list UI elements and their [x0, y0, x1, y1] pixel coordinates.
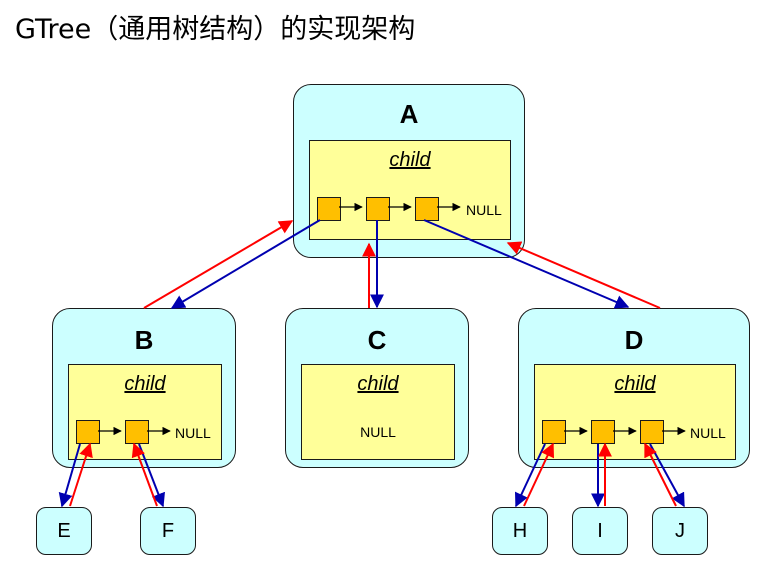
child-pointer-a-d: [423, 219, 630, 309]
parent-pointer-e-b: [69, 442, 93, 507]
node-a-slot-1: [317, 197, 341, 221]
node-d-slot-2: [591, 420, 615, 444]
node-c-child-label: child: [357, 373, 399, 395]
node-d-slot-1: [542, 420, 566, 444]
node-b-child-label: child: [124, 373, 166, 395]
node-b-label: B: [134, 325, 154, 355]
node-c-child-list: child NULL: [301, 364, 455, 460]
child-pointer-b-f: [138, 443, 165, 508]
node-b-slot-1: [76, 420, 100, 444]
node-d-null: NULL: [690, 425, 726, 441]
leaf-node-e: E: [36, 507, 92, 555]
node-b-slot-2: [125, 420, 149, 444]
node-c-null: NULL: [360, 424, 396, 440]
node-d-child-list: child NULL: [534, 364, 736, 460]
node-d-label: D: [624, 325, 644, 355]
page-title: GTree（通用树结构）的实现架构: [15, 14, 416, 45]
node-d-slot-3: [640, 420, 664, 444]
node-a-label: A: [399, 99, 419, 129]
tree-node-b: B child NULL: [52, 308, 236, 468]
leaf-node-h: H: [492, 507, 548, 555]
node-b-child-list: child NULL: [68, 364, 222, 460]
child-pointer-b-e: [58, 443, 81, 508]
parent-pointer-h-d: [523, 442, 555, 507]
node-a-slot-3: [415, 197, 439, 221]
tree-node-d: D child NULL: [518, 308, 750, 468]
parent-pointer-d-a: [506, 241, 661, 309]
node-a-child-label: child: [389, 149, 431, 171]
leaf-node-f: F: [140, 507, 196, 555]
parent-pointer-j-d: [644, 442, 677, 507]
child-pointer-d-h: [514, 443, 546, 508]
tree-node-a: A child NULL: [293, 84, 525, 258]
tree-node-c: C child NULL: [285, 308, 469, 468]
leaf-node-i: I: [572, 507, 628, 555]
leaf-node-j: J: [652, 507, 708, 555]
node-c-label: C: [367, 325, 387, 355]
child-pointer-a-b: [170, 219, 321, 309]
parent-pointer-f-b: [131, 442, 158, 507]
child-pointer-d-j: [649, 443, 685, 508]
node-a-null: NULL: [466, 202, 502, 218]
node-b-null: NULL: [175, 425, 211, 441]
node-a-child-list: child NULL: [309, 140, 511, 240]
parent-pointer-b-a: [143, 220, 294, 309]
node-d-child-label: child: [614, 373, 656, 395]
